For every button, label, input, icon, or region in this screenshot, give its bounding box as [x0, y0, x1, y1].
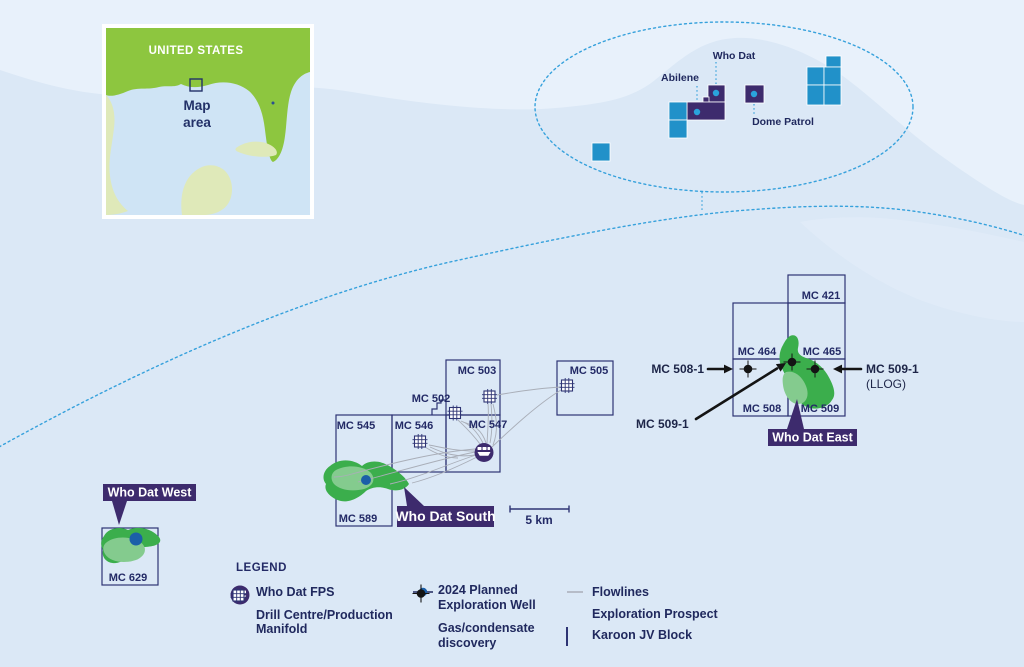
- block-labels: MC 421 MC 464 MC 465 MC 508 MC 509 MC 50…: [109, 290, 842, 584]
- legend-item-discovery: Gas/condensate discovery: [412, 584, 552, 650]
- map-area-label-line2: area: [183, 115, 211, 130]
- overview-oval: Who Dat Abilene Dome Patrol: [534, 21, 914, 193]
- callout-who-dat-east: Who Dat East: [768, 399, 857, 446]
- inset-land-yucatan: [181, 165, 232, 215]
- overview-blue-blocks: [591, 55, 842, 162]
- block-mc505: [556, 360, 614, 416]
- block-label-mc503: MC 503: [458, 365, 497, 377]
- block-label-mc421: MC 421: [802, 290, 841, 302]
- legend-label-discovery: Gas/condensate discovery: [438, 621, 535, 650]
- legend-item-flowlines: Flowlines: [566, 585, 746, 600]
- discovery-well-mc509-1-llog: [806, 360, 824, 378]
- well-annotations: MC 508-1 MC 509-1 MC 509-1 (LLOG): [636, 362, 919, 431]
- block-label-mc547: MC 547: [469, 419, 508, 431]
- callout-label-west: Who Dat West: [108, 486, 193, 500]
- discovery-wells: [739, 353, 824, 378]
- manifold-icon: [558, 377, 576, 394]
- discovery-well-mc508-1: [739, 360, 757, 378]
- abilene-label: Abilene: [661, 72, 699, 84]
- inset-country-label: UNITED STATES: [149, 45, 244, 57]
- inset-map: UNITED STATES Map area: [102, 24, 314, 219]
- legend-item-planned-well: 2024 Planned Exploration Well: [412, 583, 552, 612]
- legend-label-fps: Who Dat FPS: [256, 585, 335, 599]
- overview-ellipse: [534, 21, 914, 193]
- prospect-east-inner: [782, 371, 808, 404]
- block-mc629: [101, 527, 159, 586]
- prospect-south-inner: [331, 466, 374, 491]
- annotation-llog-suffix: (LLOG): [866, 377, 906, 391]
- zoom-arc: [0, 205, 1024, 448]
- legend-title: LEGEND: [236, 562, 287, 574]
- block-label-mc502: MC 502: [412, 393, 451, 405]
- block-mc547: [445, 414, 501, 473]
- block-mc502-step: [431, 399, 446, 415]
- legend-column-2: 2024 Planned Exploration Well Gas/conden…: [412, 583, 552, 650]
- legend-label-flowlines: Flowlines: [592, 585, 649, 599]
- legend-label-prospect: Exploration Prospect: [592, 606, 718, 621]
- block-label-mc508: MC 508: [743, 403, 782, 415]
- planned-well-west: [129, 532, 143, 546]
- inset-city-dot: [271, 101, 275, 105]
- inset-land-cuba: [235, 141, 277, 157]
- block-label-mc546: MC 546: [395, 420, 434, 432]
- who-dat-label: Who Dat: [713, 50, 756, 62]
- prospect-east: [779, 335, 835, 409]
- fps-symbol: [474, 443, 494, 462]
- legend-column-1: Who Dat FPS Drill Centre/Production Mani…: [230, 585, 420, 637]
- manifold-icon: [411, 433, 429, 450]
- legend-label-manifold: Drill Centre/Production Manifold: [256, 607, 393, 637]
- dome-patrol-label: Dome Patrol: [752, 116, 814, 128]
- legend-column-3: Flowlines Exploration Prospect Karoon JV…: [566, 585, 746, 646]
- legend-item-fps: Who Dat FPS: [230, 585, 420, 605]
- inset-land-mexico: [106, 95, 128, 215]
- manifold-icon: [446, 404, 464, 422]
- overview-well-dots: [693, 89, 758, 116]
- flowlines: [333, 386, 562, 485]
- planned-well-south: [361, 475, 371, 485]
- discovery-well-mc509-1: [783, 353, 801, 371]
- callout-label-east: Who Dat East: [772, 431, 853, 445]
- callout-who-dat-west: Who Dat West: [103, 484, 196, 525]
- map-area-marker: [189, 78, 203, 92]
- block-label-mc505: MC 505: [570, 365, 609, 377]
- jv-block-swatch-icon: [566, 627, 592, 646]
- annotation-mc508-1: MC 508-1: [651, 362, 704, 376]
- manifolds: [411, 377, 576, 450]
- annotation-mc509-1-llog: MC 509-1: [866, 362, 919, 376]
- inset-land-us: [106, 28, 310, 162]
- block-label-mc545: MC 545: [337, 420, 376, 432]
- prospects: [101, 335, 835, 564]
- block-label-mc589: MC 589: [339, 513, 378, 525]
- scale-bar: 5 km: [509, 505, 570, 527]
- manifold-icon: [481, 388, 498, 405]
- fps-ship-icon: [477, 447, 491, 456]
- callout-who-dat-south: Who Dat South: [395, 487, 496, 527]
- legend-item-prospect: Exploration Prospect: [566, 607, 746, 622]
- block-label-mc464: MC 464: [738, 346, 777, 358]
- legend-item-jv-block: Karoon JV Block: [566, 627, 746, 646]
- block-label-mc465: MC 465: [803, 346, 842, 358]
- legend-label-jv-block: Karoon JV Block: [592, 628, 693, 642]
- map-area-label-line1: Map: [184, 98, 211, 113]
- legend-item-manifold: Drill Centre/Production Manifold: [230, 587, 420, 637]
- legend-label-planned-well: 2024 Planned Exploration Well: [438, 583, 536, 612]
- annotation-mc509-1: MC 509-1: [636, 417, 689, 431]
- callout-label-south: Who Dat South: [395, 508, 495, 524]
- block-label-mc509: MC 509: [801, 403, 840, 415]
- prospect-callouts: Who Dat West Who Dat South Who Dat East: [103, 399, 857, 527]
- block-label-mc629: MC 629: [109, 572, 148, 584]
- scale-label: 5 km: [525, 513, 552, 527]
- annotation-arrows: [694, 363, 863, 421]
